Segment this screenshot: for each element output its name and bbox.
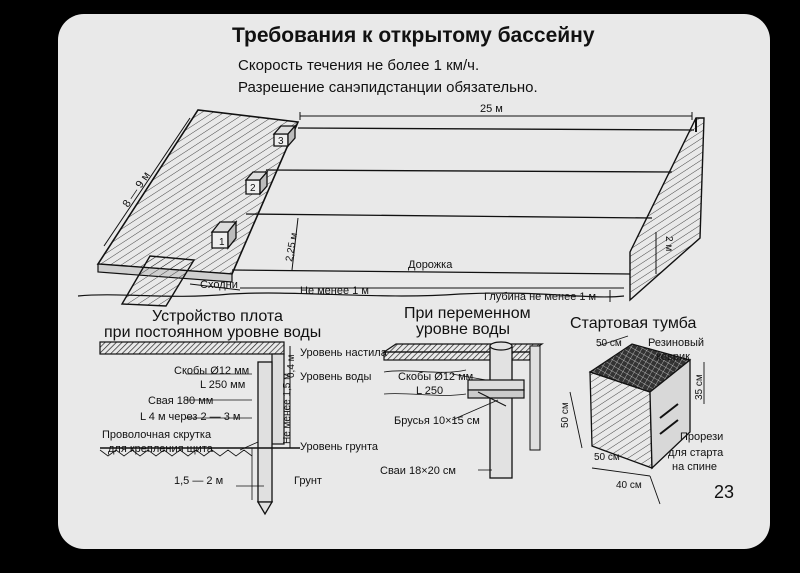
- water-level-label: Уровень воды: [300, 371, 371, 383]
- page-title: Требования к открытому бассейну: [232, 24, 595, 47]
- permit-requirement: Разрешение санэпидстанции обязательно.: [238, 79, 538, 96]
- start-block-3: [272, 124, 297, 148]
- depth-label: Глубина не менее 1 м: [484, 291, 596, 303]
- start-block-2: [244, 170, 269, 196]
- raft-pile-label: Свая 180 мм: [148, 395, 213, 407]
- wire-label-1: Проволочная скрутка: [102, 429, 212, 441]
- pool-diagram: 1 2 3: [77, 109, 705, 307]
- min-1m-label: Не менее 1 м: [300, 285, 369, 297]
- variable-title-2: уровне воды: [416, 321, 510, 338]
- block-side: [649, 358, 691, 470]
- pool-length-label: 25 м: [480, 103, 503, 115]
- lane-line-2: [265, 169, 673, 173]
- piles-label: Сваи 18×20 см: [380, 465, 456, 477]
- page-number: 23: [714, 482, 734, 502]
- variable-title-1: При переменном: [404, 305, 531, 322]
- wall-height-label: 2 м: [663, 236, 674, 251]
- start-block-1: [210, 220, 238, 250]
- dim-40-label: 40 см: [616, 480, 642, 491]
- end-wall: [629, 117, 705, 302]
- raft-deck: [99, 341, 285, 355]
- variable-angle-label: L 250: [416, 385, 443, 397]
- slots-label-2: для старта: [668, 447, 724, 459]
- variable-diagram: [382, 341, 544, 479]
- mat-label-2: коврик: [656, 351, 690, 363]
- lane-line-3: [245, 213, 653, 219]
- lane-line-1: [297, 127, 695, 131]
- deck-level-label: Уровень настила: [300, 347, 388, 359]
- slots-label-1: Прорези: [680, 431, 723, 443]
- lane-label: Дорожка: [408, 259, 453, 271]
- wire-label-2: для крепления щита: [108, 443, 214, 455]
- beams-label: Брусья 10×15 см: [394, 415, 480, 427]
- block-number-2: 2: [250, 183, 256, 194]
- height-35-label: 35 см: [694, 374, 705, 400]
- raft-angle-label: L 250 мм: [200, 379, 245, 391]
- block-number-3: 3: [278, 136, 284, 147]
- raft-depth-label: 1,5 — 2 м: [174, 475, 223, 487]
- lane-width-label: 2,25 м: [284, 232, 300, 263]
- raft-angle-spacing-label: L 4 м через 2 — 3 м: [140, 411, 240, 423]
- dim-04-label: 0,4 м: [286, 354, 297, 378]
- side-50-label: 50 см: [560, 402, 571, 428]
- start-block-diagram: [569, 335, 705, 505]
- ladder: [120, 255, 196, 307]
- mat-label-1: Резиновый: [648, 337, 704, 349]
- ground-level-label: Уровень грунта: [300, 441, 379, 453]
- variable-pile: [489, 345, 513, 479]
- raft-diagram: [99, 341, 300, 516]
- raft-brackets-label: Скобы Ø12 мм: [174, 365, 249, 377]
- ladder-label: Сходни: [200, 279, 238, 291]
- ground-label: Грунт: [294, 475, 322, 487]
- top-width-label: 50 см: [596, 338, 622, 349]
- raft-title-1: Устройство плота: [152, 308, 283, 325]
- min-15-label: Не менее 1,5 м: [282, 373, 293, 444]
- slots-label-3: на спине: [672, 461, 717, 473]
- variable-brackets-label: Скобы Ø12 мм: [398, 371, 473, 383]
- speed-requirement: Скорость течения не более 1 км/ч.: [238, 57, 479, 74]
- raft-pile: [257, 361, 273, 503]
- bottom-50-label: 50 см: [594, 452, 620, 463]
- lane-line-4: [231, 269, 631, 275]
- start-block-title: Стартовая тумба: [570, 315, 696, 332]
- raft-title-2: при постоянном уровне воды: [104, 324, 321, 341]
- block-number-1: 1: [219, 237, 225, 248]
- water-surface: [77, 292, 625, 298]
